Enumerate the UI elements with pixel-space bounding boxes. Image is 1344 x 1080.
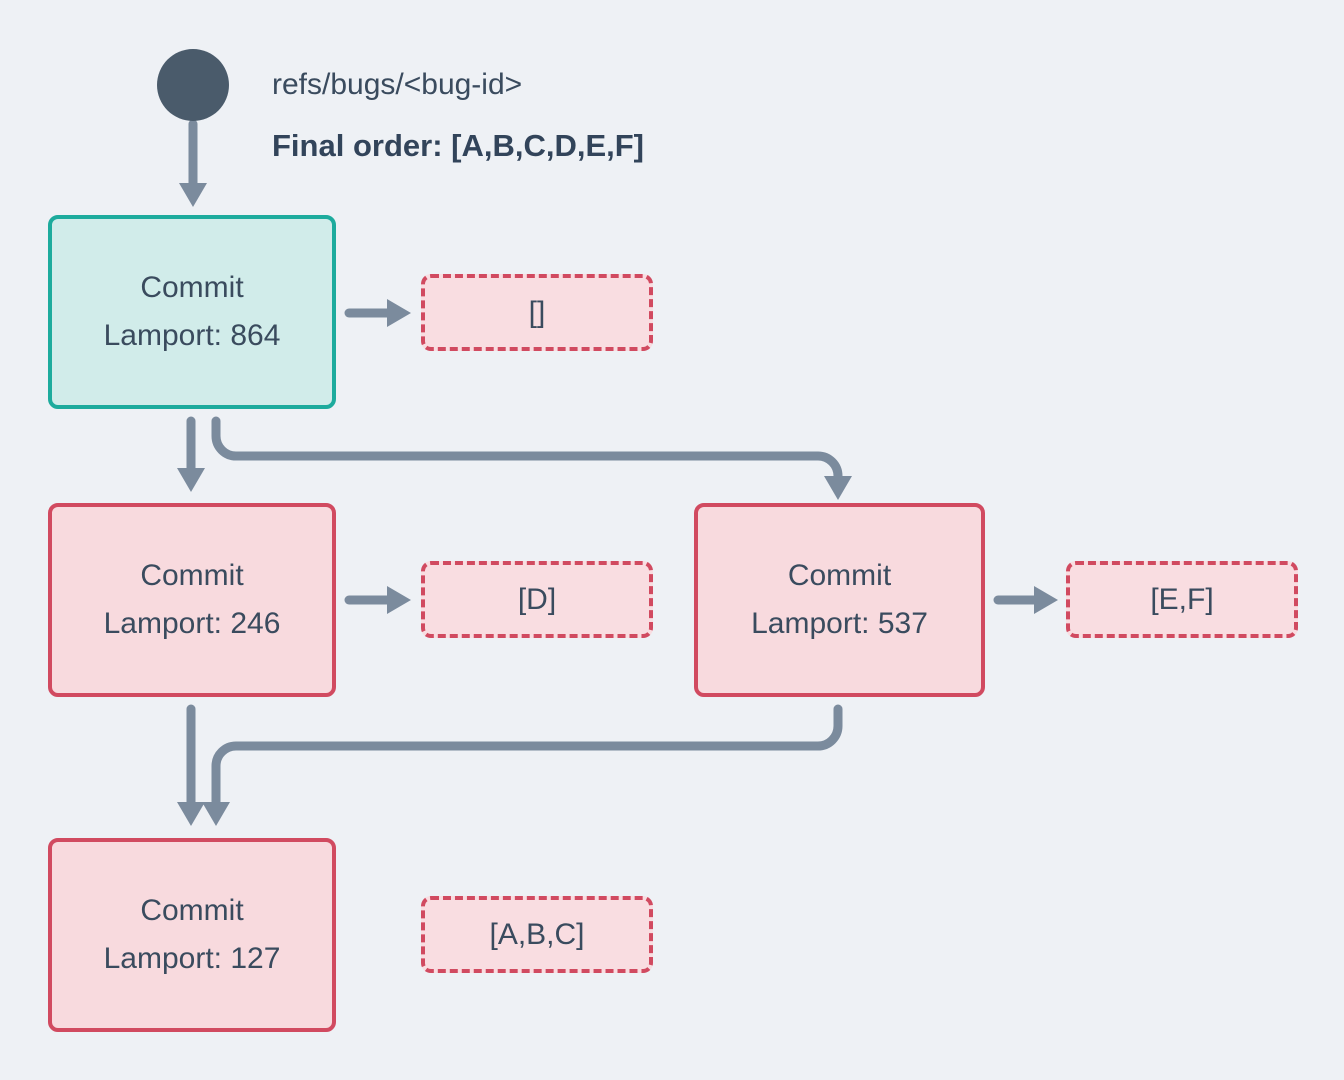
edge-864-to-537 <box>211 416 852 500</box>
payload-label: [D] <box>517 582 557 616</box>
commit-title: Commit <box>787 559 892 592</box>
commit-lamport: Lamport: 537 <box>751 607 928 640</box>
edge-864-to-246 <box>177 416 205 492</box>
payload-box-537: [E,F] <box>1066 561 1298 638</box>
payload-box-246: [D] <box>421 561 653 638</box>
ref-node-circle <box>157 49 229 121</box>
payload-label: [] <box>528 295 546 329</box>
commit-lamport: Lamport: 864 <box>103 319 281 352</box>
commit-lamport: Lamport: 127 <box>103 942 281 975</box>
edge-537-to-127 <box>202 704 843 826</box>
edge-537-to-payload <box>993 586 1058 614</box>
commit-node-537: Commit Lamport: 537 <box>694 503 985 697</box>
payload-box-864: [] <box>421 274 653 351</box>
payload-label: [E,F] <box>1150 582 1214 616</box>
payload-box-127: [A,B,C] <box>421 896 653 973</box>
commit-title: Commit <box>140 894 244 927</box>
payload-label: [A,B,C] <box>489 917 585 951</box>
final-order-label: Final order: [A,B,C,D,E,F] <box>272 128 644 163</box>
commit-lamport: Lamport: 246 <box>103 607 281 640</box>
commit-node-864: Commit Lamport: 864 <box>48 215 336 409</box>
edge-864-to-payload <box>344 299 411 327</box>
edge-246-to-127 <box>177 704 205 826</box>
ref-label: refs/bugs/<bug-id> <box>272 68 523 101</box>
commit-node-246: Commit Lamport: 246 <box>48 503 336 697</box>
edge-246-to-payload <box>344 586 411 614</box>
commit-title: Commit <box>140 559 244 592</box>
commit-node-127: Commit Lamport: 127 <box>48 838 336 1032</box>
edge-ref-to-864 <box>179 119 207 207</box>
commit-title: Commit <box>140 271 244 304</box>
